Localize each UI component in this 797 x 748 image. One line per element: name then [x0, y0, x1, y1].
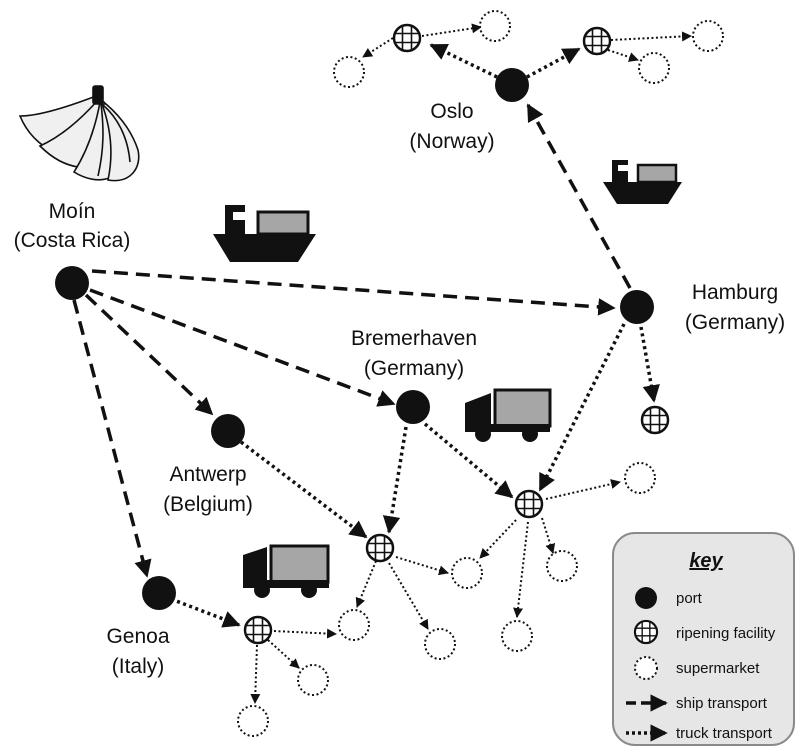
port-node-oslo — [495, 68, 529, 102]
port-label-moin: Moín — [49, 200, 96, 223]
key-ripening-symbol — [633, 619, 659, 645]
ripening-facility-node — [514, 489, 544, 519]
supermarket-node — [297, 664, 329, 696]
port-country-genoa: (Italy) — [112, 655, 165, 678]
supermarket-node — [237, 705, 269, 737]
supermarket-node — [338, 609, 370, 641]
truck-routes — [170, 43, 660, 628]
key-label-truck: truck transport — [676, 725, 773, 742]
port-node-moin — [55, 266, 89, 300]
cargo-ship-icon — [603, 160, 682, 204]
route-oslo-ripening-east — [526, 47, 581, 79]
ports — [55, 68, 654, 610]
ship-routes — [72, 103, 632, 578]
port-node-hamburg — [620, 290, 654, 324]
supermarket-node — [692, 20, 724, 52]
port-country-antwerp: (Belgium) — [163, 493, 253, 516]
ripening-facility-node — [640, 405, 670, 435]
key-label-port: port — [676, 590, 703, 607]
supermarket-node — [333, 56, 365, 88]
port-node-bremerhaven — [396, 390, 430, 424]
port-country-bremerhaven: (Germany) — [364, 357, 464, 380]
truck-icon — [465, 388, 552, 442]
banana-icon — [18, 85, 140, 182]
supermarkets — [237, 10, 724, 737]
cargo-ship-icon — [213, 205, 316, 262]
ripening-facility-node — [392, 23, 422, 53]
key-port-symbol — [635, 587, 657, 609]
route-bremerhaven-ripening-b — [423, 422, 514, 499]
supermarket-node — [479, 10, 511, 42]
key-panel — [612, 532, 795, 746]
port-node-antwerp — [211, 414, 245, 448]
port-labels: Moín (Costa Rica) Oslo (Norway) Hamburg … — [14, 100, 786, 678]
route-oslo-ripening-west — [429, 43, 498, 79]
port-country-hamburg: (Germany) — [685, 311, 785, 334]
port-label-bremerhaven: Bremerhaven — [351, 327, 477, 350]
route-genoa-ripening — [170, 597, 241, 628]
delivery-routes — [250, 23, 692, 704]
supermarket-node — [451, 557, 483, 589]
route-bremerhaven-ripening-a — [382, 426, 408, 534]
key-legend: key port ripening facility supermarket s… — [612, 532, 795, 746]
port-label-genoa: Genoa — [106, 625, 169, 648]
key-label-supermarket: supermarket — [676, 660, 760, 677]
key-label-ship: ship transport — [676, 695, 768, 712]
ripening-facility-node — [582, 26, 612, 56]
truck-icon — [243, 544, 330, 598]
port-node-genoa — [142, 576, 176, 610]
route-moin-antwerp — [84, 293, 214, 416]
route-hamburg-oslo — [526, 103, 632, 289]
port-country-oslo: (Norway) — [409, 130, 494, 153]
ripening-facility-node — [243, 615, 273, 645]
route-hamburg-ripening-b — [538, 323, 626, 492]
route-moin-bremerhaven — [89, 288, 396, 407]
supermarket-node — [624, 462, 656, 494]
key-title: key — [689, 550, 723, 572]
ripening-facility-node — [365, 533, 395, 563]
supermarket-node — [546, 550, 578, 582]
port-country-moin: (Costa Rica) — [14, 229, 131, 252]
port-label-hamburg: Hamburg — [692, 281, 778, 304]
key-label-ripening: ripening facility — [676, 625, 776, 642]
route-hamburg-ripening-c — [639, 326, 660, 403]
port-label-antwerp: Antwerp — [169, 463, 246, 486]
port-label-oslo: Oslo — [430, 100, 473, 123]
supermarket-node — [501, 620, 533, 652]
key-supermarket-symbol — [634, 656, 658, 680]
route-antwerp-ripening — [239, 440, 368, 539]
supermarket-node — [424, 628, 456, 660]
route-moin-hamburg — [91, 269, 616, 316]
supermarket-node — [638, 52, 670, 84]
route-moin-genoa — [72, 299, 152, 578]
